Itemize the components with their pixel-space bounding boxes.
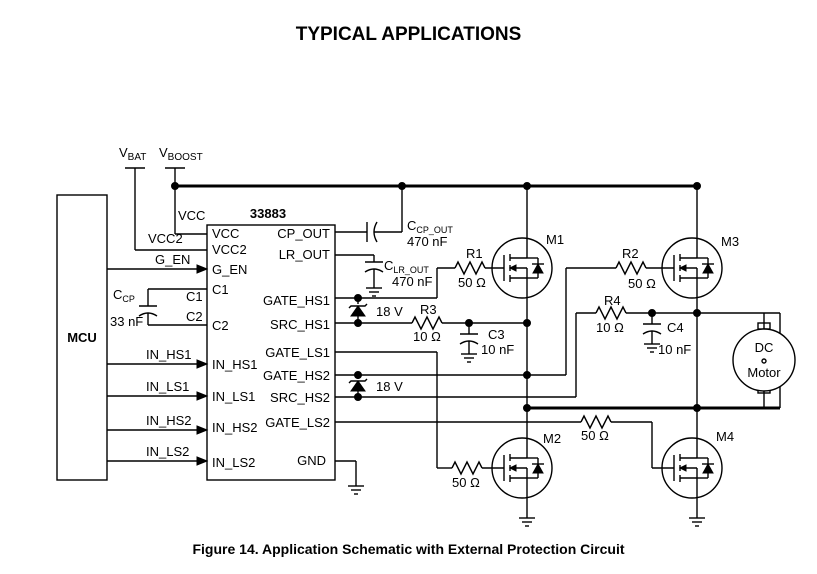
svg-text:470 nF: 470 nF bbox=[407, 234, 448, 249]
capacitor-c3: C3 10 nF bbox=[459, 323, 514, 363]
pin-in-ls2: IN_LS2 bbox=[212, 455, 255, 470]
svg-text:50 Ω: 50 Ω bbox=[628, 276, 656, 291]
svg-text:C3: C3 bbox=[488, 327, 505, 342]
net-c1: C1 bbox=[186, 289, 203, 304]
mcu-label: MCU bbox=[67, 330, 97, 345]
chip-ground bbox=[347, 477, 365, 495]
svg-text:CLR_OUT: CLR_OUT bbox=[384, 258, 429, 275]
svg-text:50 Ω: 50 Ω bbox=[452, 475, 480, 490]
svg-text:10 Ω: 10 Ω bbox=[596, 320, 624, 335]
svg-text:IN_HS1: IN_HS1 bbox=[146, 347, 192, 362]
capacitor-ccp-out: CCP_OUT 470 nF bbox=[335, 182, 453, 249]
capacitor-clr-out: CLR_OUT 470 nF bbox=[335, 254, 433, 297]
pin-gate-hs2: GATE_HS2 bbox=[263, 368, 330, 383]
pin-c1: C1 bbox=[212, 282, 229, 297]
svg-text:50 Ω: 50 Ω bbox=[581, 428, 609, 443]
pin-cp-out: CP_OUT bbox=[277, 226, 330, 241]
m2-ground bbox=[518, 509, 536, 527]
svg-text:G_EN: G_EN bbox=[155, 252, 190, 267]
resistor-m2-gate: 50 Ω bbox=[335, 351, 504, 490]
svg-text:10 Ω: 10 Ω bbox=[413, 329, 441, 344]
pin-src-hs2: SRC_HS2 bbox=[270, 390, 330, 405]
svg-text:50 Ω: 50 Ω bbox=[458, 275, 486, 290]
svg-text:IN_LS2: IN_LS2 bbox=[146, 444, 189, 459]
chip-name: 33883 bbox=[250, 206, 286, 221]
svg-text:IN_HS2: IN_HS2 bbox=[146, 413, 192, 428]
pin-in-ls1: IN_LS1 bbox=[212, 389, 255, 404]
net-vcc: VCC bbox=[178, 208, 205, 223]
pin-c2: C2 bbox=[212, 318, 229, 333]
m2-label: M2 bbox=[543, 431, 561, 446]
svg-text:10 nF: 10 nF bbox=[658, 342, 691, 357]
signal-in-hs2: IN_HS2 bbox=[107, 413, 209, 435]
svg-text:33 nF: 33 nF bbox=[110, 314, 143, 329]
pin-gate-hs1: GATE_HS1 bbox=[263, 293, 330, 308]
svg-text:R2: R2 bbox=[622, 246, 639, 261]
svg-text:R3: R3 bbox=[420, 302, 437, 317]
capacitor-c4: C4 10 nF bbox=[642, 313, 691, 357]
pin-gate-ls2: GATE_LS2 bbox=[265, 415, 330, 430]
signal-in-ls2: IN_LS2 bbox=[107, 444, 209, 466]
pin-in-hs1: IN_HS1 bbox=[212, 357, 258, 372]
pin-gate-ls1: GATE_LS1 bbox=[265, 345, 330, 360]
figure-caption: Figure 14. Application Schematic with Ex… bbox=[192, 541, 625, 557]
net-c2: C2 bbox=[186, 309, 203, 324]
resistor-r3: R3 10 Ω bbox=[335, 302, 527, 344]
m4-label: M4 bbox=[716, 429, 734, 444]
chip-33883 bbox=[206, 224, 336, 481]
net-vcc2: VCC2 bbox=[148, 231, 183, 246]
pin-in-hs2: IN_HS2 bbox=[212, 420, 258, 435]
capacitor-ccp: CCP 33 nF bbox=[110, 287, 207, 329]
svg-text:10 nF: 10 nF bbox=[481, 342, 514, 357]
pin-gnd: GND bbox=[297, 453, 326, 468]
resistor-m4-gate: 50 Ω bbox=[335, 414, 674, 469]
pin-vcc: VCC bbox=[212, 226, 239, 241]
svg-text:C4: C4 bbox=[667, 320, 684, 335]
mcu-block bbox=[56, 194, 108, 481]
page-title: TYPICAL APPLICATIONS bbox=[295, 24, 522, 45]
svg-text:CCP_OUT: CCP_OUT bbox=[407, 218, 453, 235]
svg-text:470 nF: 470 nF bbox=[392, 274, 433, 289]
svg-text:18 V: 18 V bbox=[376, 379, 403, 394]
svg-text:R1: R1 bbox=[466, 246, 483, 261]
svg-text:Motor: Motor bbox=[747, 365, 781, 380]
svg-text:IN_LS1: IN_LS1 bbox=[146, 379, 189, 394]
pin-lr-out: LR_OUT bbox=[279, 247, 330, 262]
svg-text:18 V: 18 V bbox=[376, 304, 403, 319]
pin-src-hs1: SRC_HS1 bbox=[270, 317, 330, 332]
resistor-r1: R1 50 Ω bbox=[335, 246, 504, 299]
signal-in-ls1: IN_LS1 bbox=[107, 379, 209, 401]
m1-label: M1 bbox=[546, 232, 564, 247]
signal-g-en: G_EN bbox=[107, 252, 209, 274]
pin-vcc2: VCC2 bbox=[212, 242, 247, 257]
m3-label: M3 bbox=[721, 234, 739, 249]
m4-ground bbox=[688, 509, 706, 527]
zener-diode-1: 18 V bbox=[348, 298, 403, 323]
pin-g-en: G_EN bbox=[212, 262, 247, 277]
signal-in-hs1: IN_HS1 bbox=[107, 347, 209, 369]
resistor-r2: R2 50 Ω bbox=[335, 246, 674, 376]
dc-motor: DC Motor bbox=[732, 313, 796, 408]
vboost-label: VBOOST bbox=[159, 145, 203, 163]
svg-text:CCP: CCP bbox=[113, 287, 135, 304]
svg-text:DC: DC bbox=[755, 340, 774, 355]
resistor-r4: R4 10 Ω bbox=[335, 293, 780, 398]
vbat-label: VBAT bbox=[119, 145, 146, 163]
svg-text:R4: R4 bbox=[604, 293, 621, 308]
